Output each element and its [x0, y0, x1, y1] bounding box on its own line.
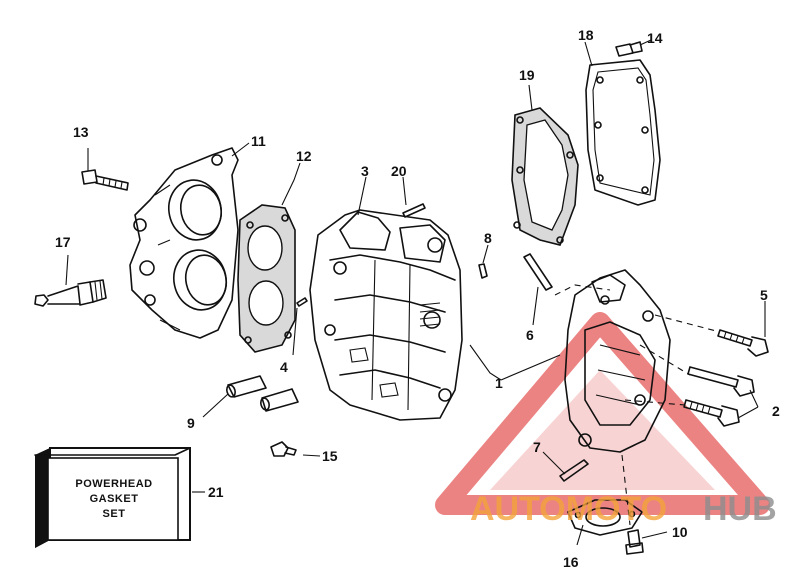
leader-lines: [65, 39, 766, 546]
part-label-18: 18: [578, 27, 594, 43]
sleeves-9: [226, 375, 299, 412]
part-label-1: 1: [495, 375, 503, 391]
watermark-brand-part2: HUB: [703, 490, 777, 528]
cylinder-block-3: [309, 209, 463, 421]
cover-gasket-19: [511, 107, 579, 246]
pin-6: [523, 253, 553, 291]
part-label-3: 3: [361, 163, 369, 179]
head-gasket-12: [237, 204, 296, 353]
watermark-text: AUTOMOTO HUB: [470, 490, 777, 528]
part-label-8: 8: [484, 230, 492, 246]
part-label-11: 11: [251, 133, 266, 149]
part-label-7: 7: [533, 439, 541, 455]
pin-4: [296, 297, 308, 307]
screw-14: [615, 41, 643, 57]
part-label-4: 4: [280, 359, 288, 375]
part-label-5: 5: [760, 287, 768, 303]
part-label-12: 12: [296, 148, 312, 164]
crankcase-1: [564, 269, 671, 453]
cover-plate-18: [585, 59, 661, 206]
gasket-set-box-21: POWERHEAD GASKET SET: [34, 447, 191, 548]
part-label-13: 13: [73, 124, 89, 140]
part-label-14: 14: [647, 30, 663, 46]
bolt-13: [81, 169, 129, 191]
part-label-10: 10: [672, 524, 688, 540]
part-label-16: 16: [563, 554, 579, 570]
alignment-lines: [554, 284, 721, 526]
part-label-9: 9: [187, 415, 195, 431]
screw-10: [625, 529, 644, 555]
bolts-2: [683, 366, 755, 427]
gasket-set-line2: GASKET: [90, 493, 139, 505]
pin-7: [559, 459, 589, 482]
spark-plug-17: [34, 279, 107, 307]
seal-plate-16: [567, 499, 643, 536]
part-label-2: 2: [772, 403, 780, 419]
watermark-logo: [435, 312, 770, 515]
watermark-brand-part1: AUTOMOTO: [470, 490, 667, 528]
part-number-labels: 1 2 3 4 5 6 7 8 9 10 11 12 13 14 15 16 1…: [55, 27, 780, 570]
part-label-19: 19: [519, 67, 535, 83]
part-label-6: 6: [526, 327, 534, 343]
part-label-20: 20: [391, 163, 407, 179]
dowel-pin-8: [478, 263, 488, 279]
cylinder-head-11: [129, 147, 239, 339]
bolt-5: [717, 329, 769, 357]
part-label-17: 17: [55, 234, 71, 250]
gasket-set-line1: POWERHEAD: [75, 478, 152, 490]
part-label-21: 21: [208, 484, 224, 500]
part-label-15: 15: [322, 448, 338, 464]
gasket-set-line3: SET: [103, 508, 126, 520]
bolt-15: [270, 441, 297, 457]
dowel-20: [402, 203, 426, 218]
